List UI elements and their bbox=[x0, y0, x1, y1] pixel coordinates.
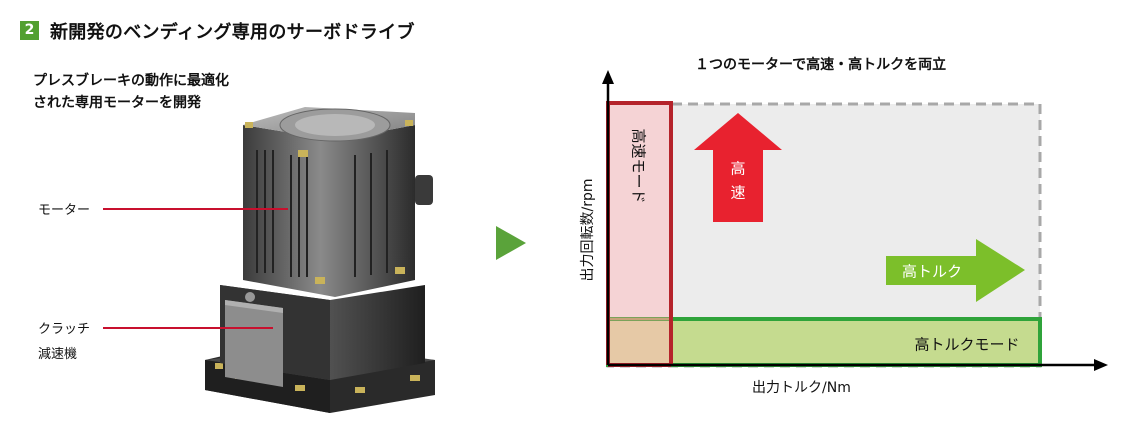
servo-motor-illustration bbox=[205, 107, 435, 413]
y-axis-label: 出力回転数/rpm bbox=[580, 178, 596, 282]
play-arrow-icon bbox=[496, 226, 526, 260]
up-arrow-label-2: 速 bbox=[730, 183, 746, 202]
caption-line-2: された専用モーターを開発 bbox=[33, 95, 201, 111]
y-axis-arrowhead bbox=[602, 70, 614, 84]
callout-motor-label: モーター bbox=[38, 203, 91, 218]
callout-clutch-label-1: クラッチ bbox=[38, 322, 91, 337]
high-torque-mode-label: 高トルクモード bbox=[914, 335, 1020, 354]
callout-motor-line bbox=[103, 208, 288, 210]
callout-clutch-label-2: 減速機 bbox=[38, 347, 78, 362]
diagram-title: １つのモーターで高速・高トルクを両立 bbox=[695, 57, 947, 73]
x-axis-label: 出力トルク/Nm bbox=[752, 380, 851, 396]
section-number-badge: 2 bbox=[20, 21, 39, 40]
high-speed-mode-label: 高速モード bbox=[629, 128, 648, 204]
section-title: 新開発のベンディング専用のサーボドライブ bbox=[50, 22, 415, 43]
high-torque-right-arrow bbox=[886, 239, 1025, 302]
callout-clutch-line bbox=[103, 327, 273, 329]
high-speed-up-arrow bbox=[694, 113, 782, 222]
x-axis-arrowhead bbox=[1094, 359, 1108, 371]
up-arrow-label-1: 高 bbox=[730, 159, 746, 178]
mode-overlap-region bbox=[610, 321, 669, 363]
caption-line-1: プレスブレーキの動作に最適化 bbox=[33, 73, 229, 89]
right-arrow-label: 高トルク bbox=[901, 262, 963, 281]
